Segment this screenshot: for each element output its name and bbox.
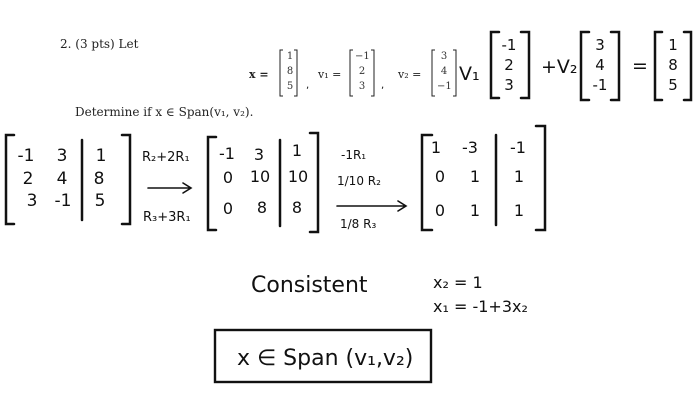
v2-entry-2: 4 bbox=[440, 66, 448, 77]
m2-r3-c2: 8 bbox=[257, 198, 267, 217]
v2-entry-3: −1 bbox=[437, 81, 452, 92]
op2-r1: -1R₁ bbox=[341, 148, 366, 162]
x-left-bracket bbox=[279, 49, 283, 97]
hw-v1-entry-1: -1 bbox=[502, 36, 517, 54]
m2-r3-c3: 8 bbox=[292, 198, 302, 217]
matrix1-right-bracket bbox=[120, 133, 132, 226]
v2-left-bracket bbox=[431, 49, 435, 97]
matrix2-right-bracket bbox=[308, 131, 320, 234]
x-right-bracket bbox=[294, 49, 298, 97]
m1-r3-c2: -1 bbox=[55, 191, 72, 211]
svg-text:,: , bbox=[381, 80, 384, 91]
op2-r2: 1/10 R₂ bbox=[337, 174, 381, 188]
m2-r1-c3: 1 bbox=[292, 141, 302, 160]
m2-r2-c1: 0 bbox=[223, 168, 233, 187]
op1-bottom: R₃+3R₁ bbox=[143, 210, 191, 225]
v1-label: v₁ = bbox=[318, 68, 342, 81]
m1-r3-c3: 5 bbox=[95, 191, 106, 211]
hw-v2-entry-2: 4 bbox=[595, 56, 605, 74]
m2-r2-c2: 10 bbox=[250, 167, 270, 186]
v1-entry-1: −1 bbox=[355, 51, 370, 62]
m1-r3-c1: 3 bbox=[27, 191, 38, 211]
v1-entry-2: 2 bbox=[358, 66, 366, 77]
op2-r3: 1/8 R₃ bbox=[340, 217, 376, 231]
solution-x1: x₁ = -1+3x₂ bbox=[433, 297, 528, 316]
v2-entry-1: 3 bbox=[440, 51, 448, 62]
hw-v2-left-bracket bbox=[579, 30, 591, 102]
matrix1-left-bracket bbox=[4, 133, 16, 226]
m1-r2-c2: 4 bbox=[57, 169, 68, 189]
m3-r1-c1: 1 bbox=[431, 138, 441, 157]
m1-r2-c1: 2 bbox=[23, 169, 34, 189]
m3-r2-c2: 1 bbox=[470, 167, 480, 186]
v2-right-bracket bbox=[453, 49, 457, 97]
hw-rhs-right-bracket bbox=[682, 30, 693, 102]
hw-rhs-entry-2: 8 bbox=[668, 56, 678, 74]
matrix3-right-bracket bbox=[534, 124, 547, 232]
solution-x2: x₂ = 1 bbox=[433, 273, 483, 292]
hw-v1-entry-3: 3 bbox=[504, 76, 514, 94]
arrow-1 bbox=[147, 182, 193, 194]
hw-v2-right-bracket bbox=[609, 30, 621, 102]
x-entry-2: 8 bbox=[286, 66, 294, 77]
v1-entry-3: 3 bbox=[358, 81, 366, 92]
m3-r3-c2: 1 bbox=[470, 201, 480, 220]
m2-r1-c1: -1 bbox=[219, 144, 235, 163]
problem-question: Determine if x ∈ Span(v₁, v₂). bbox=[75, 105, 254, 119]
v1-coefficient: V₁ bbox=[459, 63, 480, 85]
m2-r1-c2: 3 bbox=[254, 145, 264, 164]
hw-v1-left-bracket bbox=[489, 30, 501, 100]
svg-text:,: , bbox=[306, 80, 309, 91]
matrix2-left-bracket bbox=[206, 135, 218, 232]
m3-r2-c1: 0 bbox=[435, 167, 445, 186]
m3-r3-c1: 0 bbox=[435, 201, 445, 220]
v1-left-bracket bbox=[349, 49, 353, 97]
m1-r1-c3: 1 bbox=[96, 146, 107, 166]
m2-r2-c3: 10 bbox=[288, 167, 308, 186]
hw-v2-entry-1: 3 bbox=[595, 36, 605, 54]
conclusion-text: x ∈ Span (v₁,v₂) bbox=[237, 346, 413, 371]
op1-top: R₂+2R₁ bbox=[142, 150, 190, 165]
matrix3-left-bracket bbox=[420, 133, 434, 232]
equals-sign: = bbox=[632, 55, 648, 77]
plus-v2: +V₂ bbox=[541, 56, 578, 78]
v1-right-bracket bbox=[371, 49, 375, 97]
hw-v1-entry-2: 2 bbox=[504, 56, 514, 74]
x-entry-3: 5 bbox=[286, 81, 294, 92]
consistent-note: Consistent bbox=[251, 273, 368, 298]
hw-v1-right-bracket bbox=[519, 30, 531, 100]
arrow-2 bbox=[336, 200, 408, 212]
problem-header: 2. (3 pts) Let bbox=[60, 37, 139, 51]
m3-r3-c3: 1 bbox=[514, 201, 524, 220]
hw-v2-entry-3: -1 bbox=[593, 76, 608, 94]
m2-r3-c1: 0 bbox=[223, 199, 233, 218]
m3-r1-c2: -3 bbox=[462, 138, 478, 157]
v2-label: v₂ = bbox=[398, 68, 422, 81]
hw-rhs-entry-1: 1 bbox=[668, 36, 678, 54]
m1-r1-c2: 3 bbox=[57, 146, 68, 166]
x-entry-1: 1 bbox=[286, 51, 294, 62]
m1-r2-c3: 8 bbox=[94, 169, 105, 189]
hw-rhs-entry-3: 5 bbox=[668, 76, 678, 94]
hw-rhs-left-bracket bbox=[653, 30, 664, 102]
m3-r2-c3: 1 bbox=[514, 167, 524, 186]
conclusion-box bbox=[213, 328, 433, 384]
m3-r1-c3: -1 bbox=[510, 138, 526, 157]
m1-r1-c1: -1 bbox=[18, 146, 35, 166]
x-label: x = bbox=[249, 68, 269, 81]
